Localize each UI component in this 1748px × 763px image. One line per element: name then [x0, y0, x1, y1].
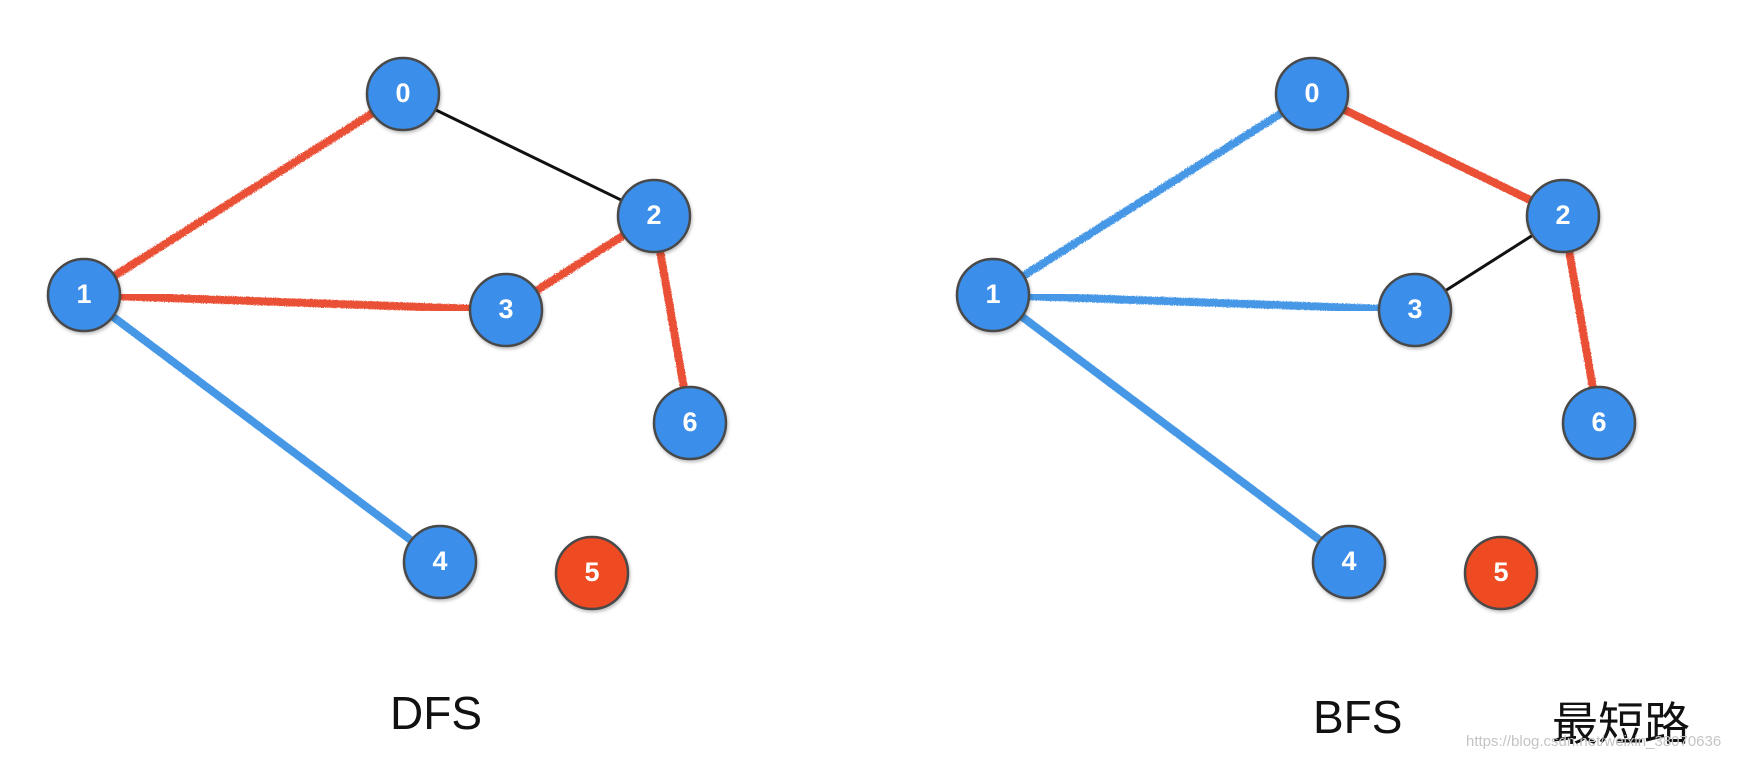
dfs-node-4-label: 4 [432, 546, 447, 576]
dfs-node-3: 3 [468, 272, 544, 348]
bfs-node-2-circle [1525, 178, 1601, 254]
bfs-node-5: 5 [1463, 535, 1539, 611]
bfs-node-3-circle [1377, 272, 1453, 348]
bfs-edge-0-2 [1308, 90, 1567, 220]
bfs-node-0: 0 [1274, 56, 1350, 132]
watermark: https://blog.csdn.net/weixin_38070636 [1466, 733, 1722, 750]
bfs-graph: 0 1 2 3 4 5 6 [955, 56, 1637, 611]
dfs-node-0: 0 [365, 56, 441, 132]
bfs-node-1: 1 [955, 257, 1031, 333]
bfs-edge-1-3 [989, 291, 1419, 314]
bfs-node-4-circle [1311, 524, 1387, 600]
dfs-node-0-label: 0 [395, 78, 410, 108]
dfs-node-6-circle [652, 385, 728, 461]
dfs-edge-1-3 [80, 291, 510, 314]
dfs-node-1: 1 [46, 257, 122, 333]
bfs-node-0-circle [1274, 56, 1350, 132]
dfs-node-6-label: 6 [682, 407, 697, 437]
dfs-node-5: 5 [554, 535, 630, 611]
dfs-node-1-label: 1 [76, 279, 91, 309]
bfs-caption: BFS [1313, 691, 1403, 743]
dfs-edge-0-1 [80, 90, 407, 299]
dfs-graph: 0 1 2 3 4 5 6 [46, 56, 728, 611]
bfs-edge-0-1 [989, 90, 1316, 299]
dfs-node-3-circle [468, 272, 544, 348]
dfs-node-0-circle [365, 56, 441, 132]
bfs-node-3: 3 [1377, 272, 1453, 348]
dfs-node-2-circle [616, 178, 692, 254]
dfs-node-4-circle [402, 524, 478, 600]
bfs-node-2-label: 2 [1555, 200, 1570, 230]
bfs-node-5-circle [1463, 535, 1539, 611]
bfs-node-6-label: 6 [1591, 407, 1606, 437]
bfs-edge-1-4 [989, 291, 1353, 566]
bfs-node-4-label: 4 [1341, 546, 1356, 576]
bfs-node-6: 6 [1561, 385, 1637, 461]
dfs-node-3-label: 3 [498, 294, 513, 324]
bfs-node-0-label: 0 [1304, 78, 1319, 108]
dfs-node-2-label: 2 [646, 200, 661, 230]
dfs-node-2: 2 [616, 178, 692, 254]
dfs-node-5-circle [554, 535, 630, 611]
bfs-node-3-label: 3 [1407, 294, 1422, 324]
bfs-node-5-label: 5 [1493, 557, 1508, 587]
dfs-node-6: 6 [652, 385, 728, 461]
shortest-path-caption: 最短路 [1552, 698, 1690, 750]
dfs-edge-0-2 [401, 92, 656, 218]
dfs-edge-1-4 [80, 291, 444, 566]
dfs-node-5-label: 5 [584, 557, 599, 587]
bfs-node-2: 2 [1525, 178, 1601, 254]
dfs-caption: DFS [390, 687, 482, 739]
bfs-node-4: 4 [1311, 524, 1387, 600]
bfs-node-6-circle [1561, 385, 1637, 461]
dfs-node-1-circle [46, 257, 122, 333]
dfs-node-4: 4 [402, 524, 478, 600]
bfs-node-1-circle [955, 257, 1031, 333]
bfs-node-1-label: 1 [985, 279, 1000, 309]
